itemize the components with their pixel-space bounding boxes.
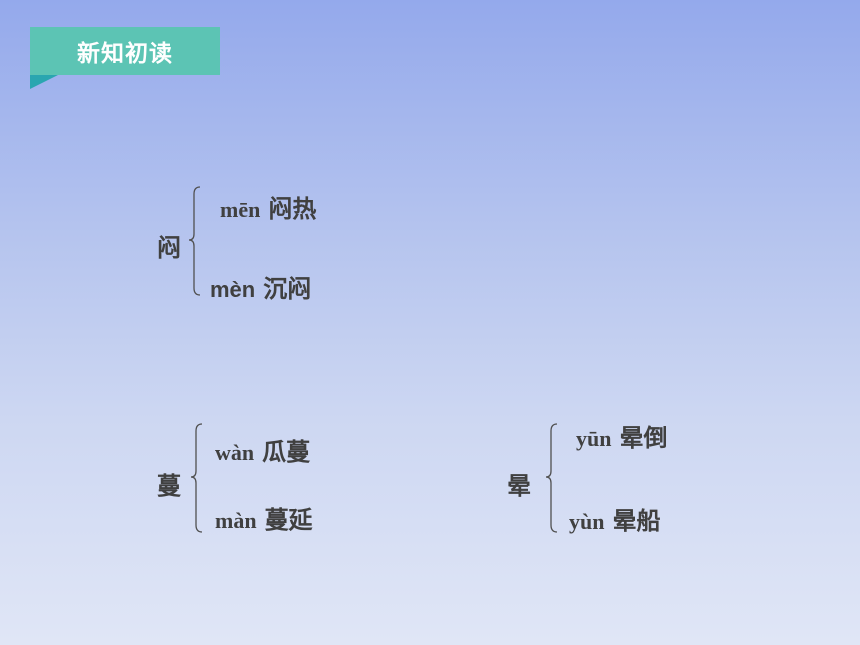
brace-icon bbox=[545, 423, 558, 533]
brace-icon bbox=[188, 186, 201, 296]
reading-entry: mèn 沉闷 bbox=[210, 269, 311, 304]
reading-entry: wàn 瓜蔓 bbox=[215, 432, 310, 467]
pinyin: yùn bbox=[569, 509, 605, 534]
pinyin: wàn bbox=[215, 440, 255, 465]
section-title: 新知初读 bbox=[30, 27, 220, 75]
example-word: 晕船 bbox=[612, 507, 661, 535]
example-word: 瓜蔓 bbox=[262, 438, 311, 466]
polyphone-char: 蔓 bbox=[157, 472, 181, 500]
reading-entry: mēn 闷热 bbox=[220, 189, 316, 224]
example-word: 闷热 bbox=[268, 195, 317, 223]
example-word: 蔓延 bbox=[264, 506, 313, 534]
pinyin: mèn bbox=[210, 277, 256, 302]
pinyin: mēn bbox=[220, 197, 261, 222]
reading-entry: yùn 晕船 bbox=[569, 501, 660, 536]
polyphone-char: 晕 bbox=[507, 472, 531, 500]
reading-entry: yūn 晕倒 bbox=[576, 418, 667, 453]
brace-icon bbox=[190, 423, 203, 533]
polyphone-char: 闷 bbox=[157, 234, 181, 262]
reading-entry: màn 蔓延 bbox=[215, 500, 313, 535]
pinyin: màn bbox=[215, 508, 257, 533]
title-corner-decoration bbox=[30, 75, 58, 89]
example-word: 沉闷 bbox=[263, 275, 312, 303]
example-word: 晕倒 bbox=[619, 424, 668, 452]
pinyin: yūn bbox=[576, 426, 612, 451]
